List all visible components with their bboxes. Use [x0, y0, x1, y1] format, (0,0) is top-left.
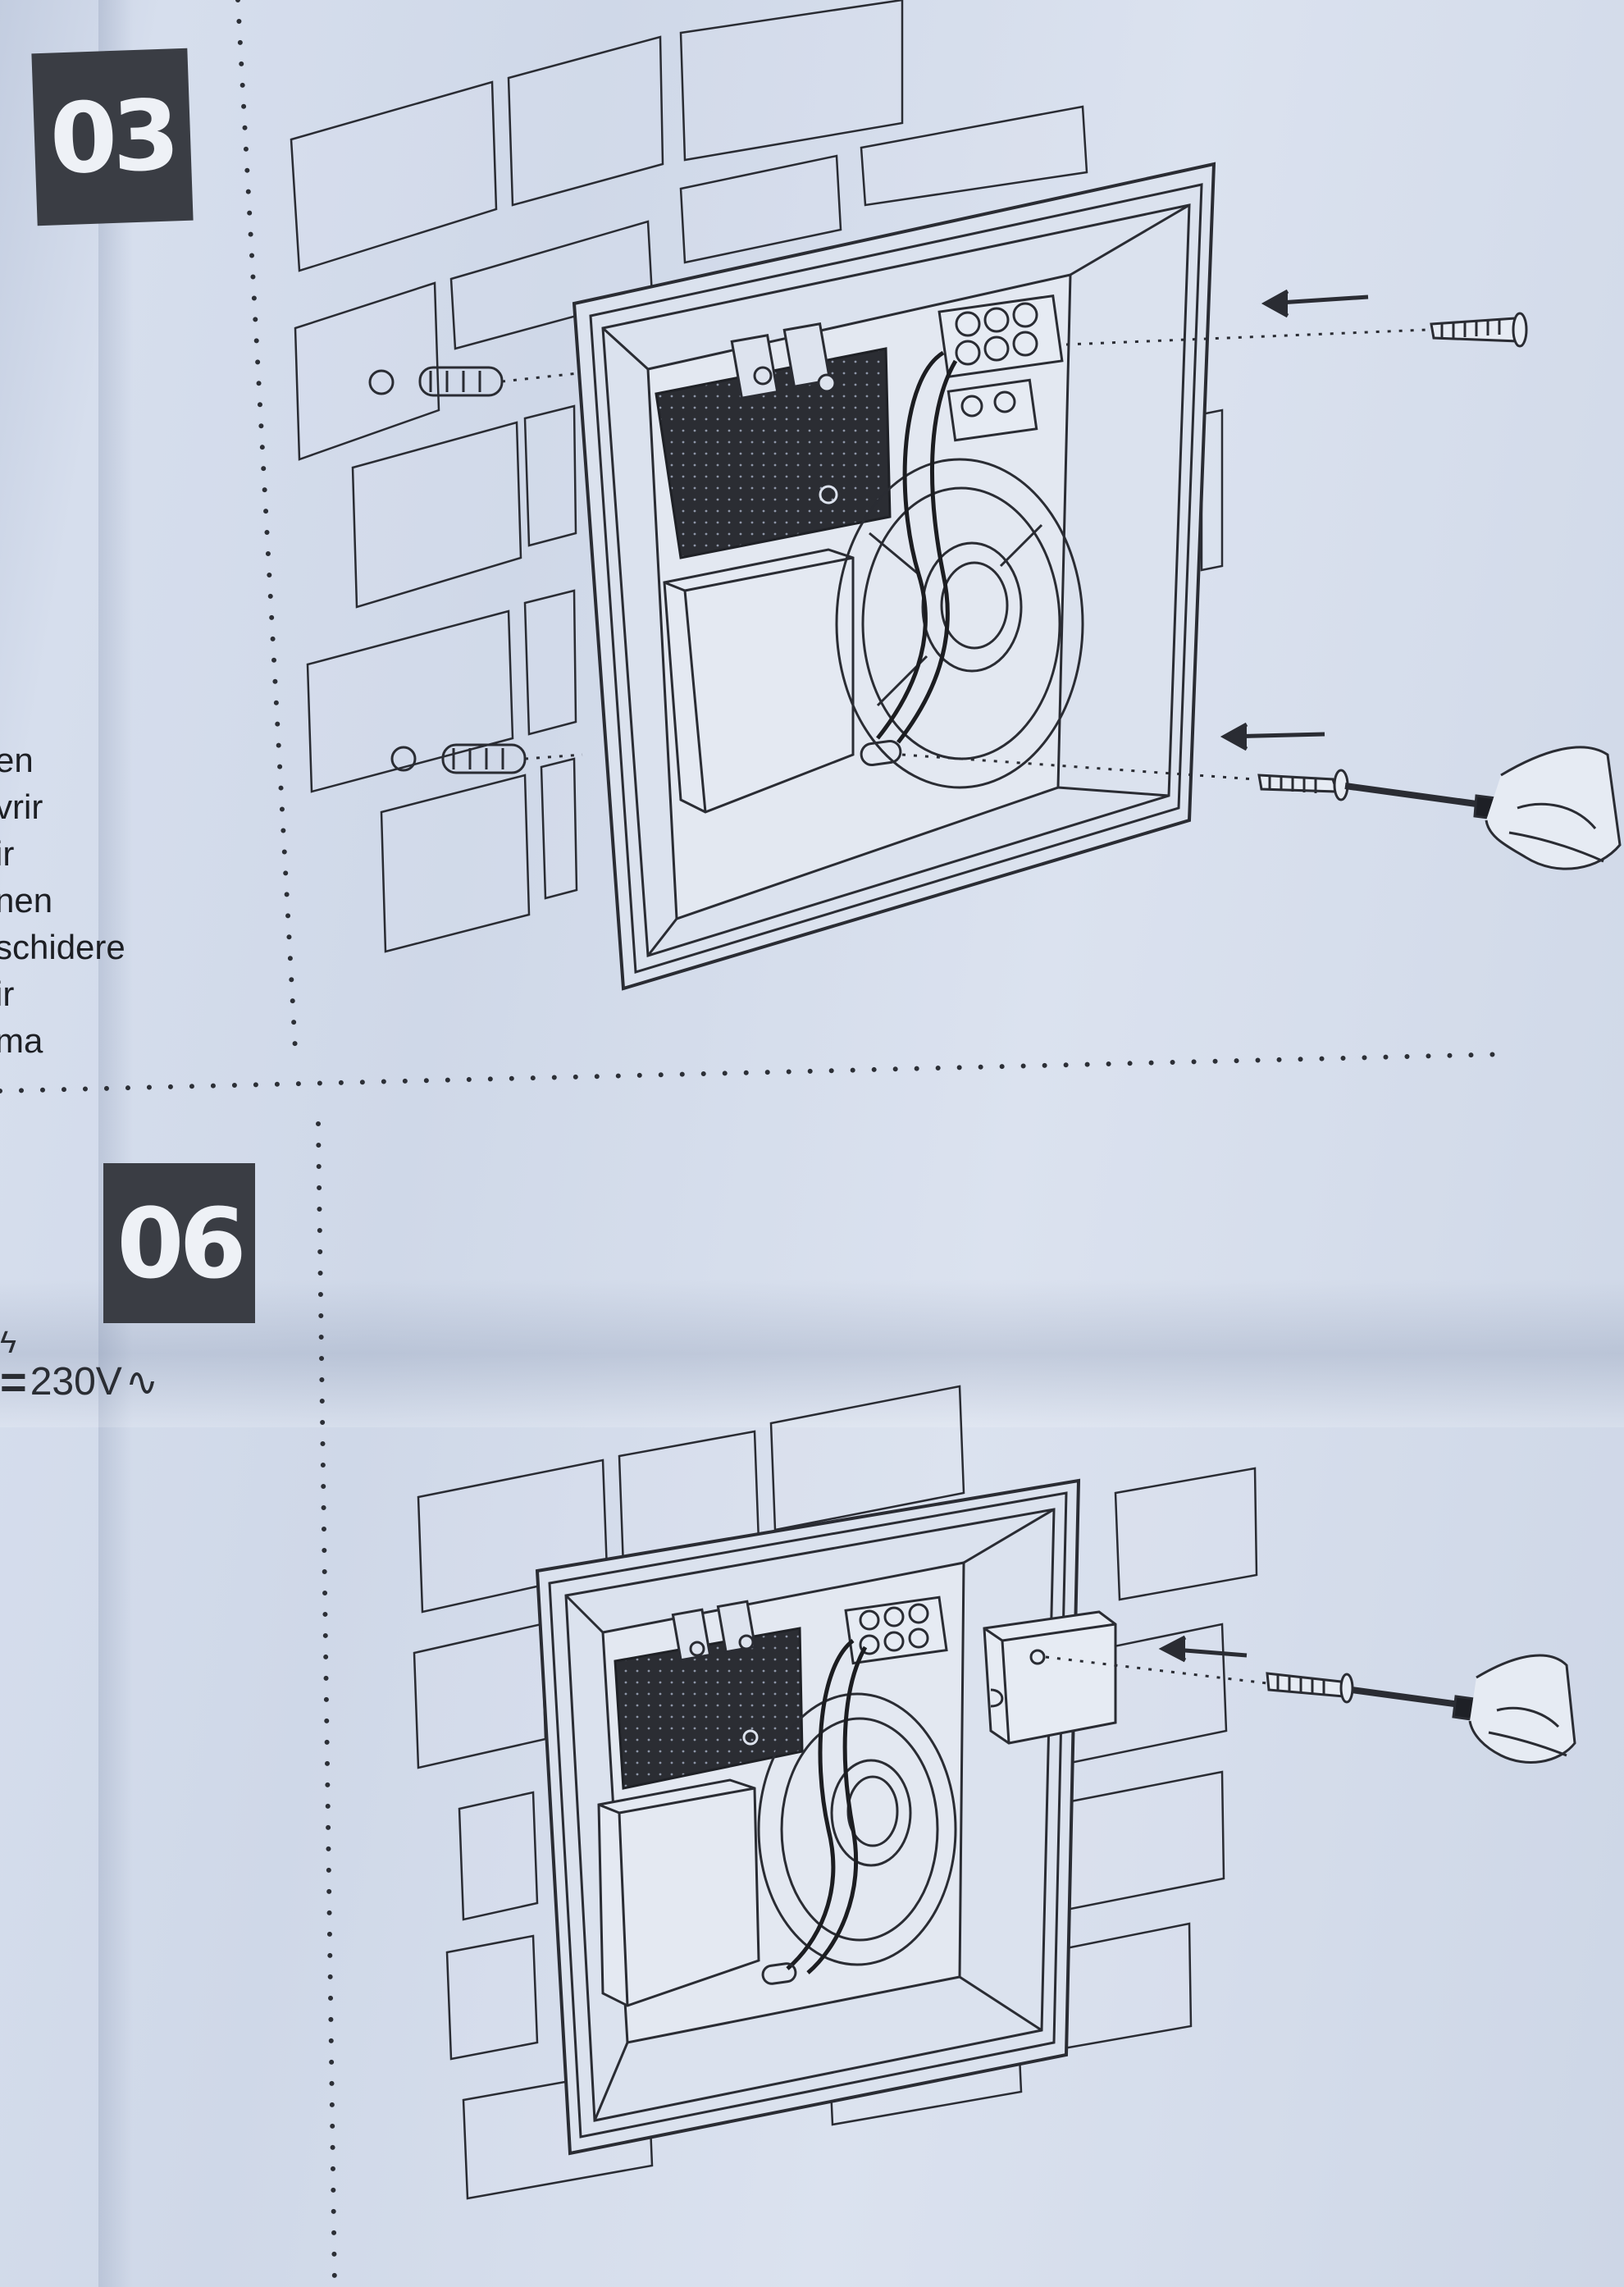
wires	[876, 350, 958, 744]
dotted-border-step-03	[235, 0, 298, 1052]
arrow	[1158, 1635, 1248, 1663]
voltage-label: ϟ = 230V ∿	[0, 1326, 159, 1408]
side-text-fragment: schidere	[0, 928, 125, 966]
side-text-fragment: ma	[0, 1021, 43, 1060]
side-text-fragment: ir	[0, 975, 15, 1013]
side-text-fragment: en	[0, 741, 34, 779]
battery-box	[663, 548, 855, 814]
terminal-block	[937, 294, 1064, 442]
guide-lines	[1045, 1655, 1268, 1685]
lightning-bolt-icon: ϟ	[0, 1326, 17, 1360]
paper-fold-horizontal	[0, 1280, 1624, 1427]
step-03-illustration	[290, 0, 1622, 991]
terminal-cover	[983, 1610, 1117, 1745]
arrows	[1220, 289, 1369, 751]
terminal-block	[844, 1595, 948, 1665]
voltage-value: 230V	[30, 1360, 122, 1404]
side-text-fragment: ir	[0, 834, 15, 873]
circuit-board	[655, 322, 892, 559]
screwdriver-and-hand	[1351, 1654, 1576, 1764]
side-text-column: en vrir ir nen schidere ir ma	[0, 737, 125, 1064]
equals-sign: =	[0, 1356, 27, 1408]
dotted-divider-horizontal	[0, 1052, 1512, 1093]
side-text-fragment: vrir	[0, 787, 43, 826]
side-text-fragment: nen	[0, 881, 53, 920]
screwdriver-and-hand	[1344, 746, 1622, 870]
wall-tiles	[290, 0, 1224, 953]
ac-wave-icon: ∿	[125, 1360, 159, 1404]
chime-housing	[572, 162, 1216, 991]
screws	[1257, 312, 1528, 801]
screw	[1266, 1672, 1354, 1704]
step-number-badge-06: 06	[103, 1163, 255, 1323]
step-06-illustration	[413, 1385, 1576, 2200]
keyhole-slot	[761, 1962, 797, 1985]
speaker	[757, 1692, 957, 1966]
dotted-border-step-06	[316, 1121, 337, 2287]
paper-fold-vertical	[98, 0, 148, 2287]
wires	[786, 1639, 868, 1974]
circuit-board	[614, 1600, 804, 1790]
keyhole-slot	[860, 739, 902, 767]
battery-box	[597, 1778, 760, 2007]
guide-lines	[501, 328, 1428, 781]
section-dividers	[0, 0, 1512, 2287]
